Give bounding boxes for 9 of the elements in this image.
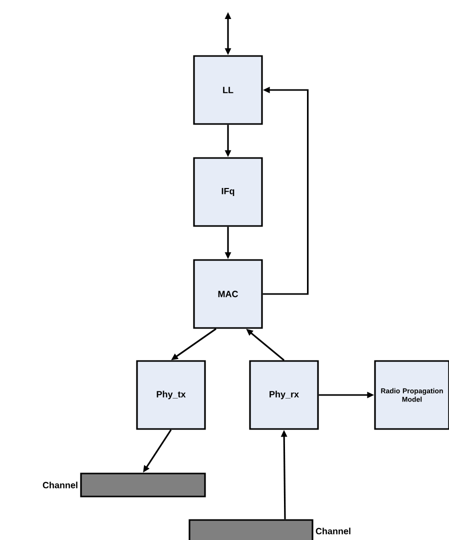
process-box: Phy_tx xyxy=(136,360,206,430)
node-label: Channel xyxy=(316,528,350,534)
process-box: Phy_rx xyxy=(249,360,319,430)
channel-bar: Channel xyxy=(42,472,206,498)
channel-bar: Channel xyxy=(188,519,350,540)
process-box: LL xyxy=(193,55,263,125)
node-label: Channel xyxy=(42,482,78,488)
process-box: MAC xyxy=(193,259,263,329)
process-box: IFq xyxy=(193,157,263,227)
